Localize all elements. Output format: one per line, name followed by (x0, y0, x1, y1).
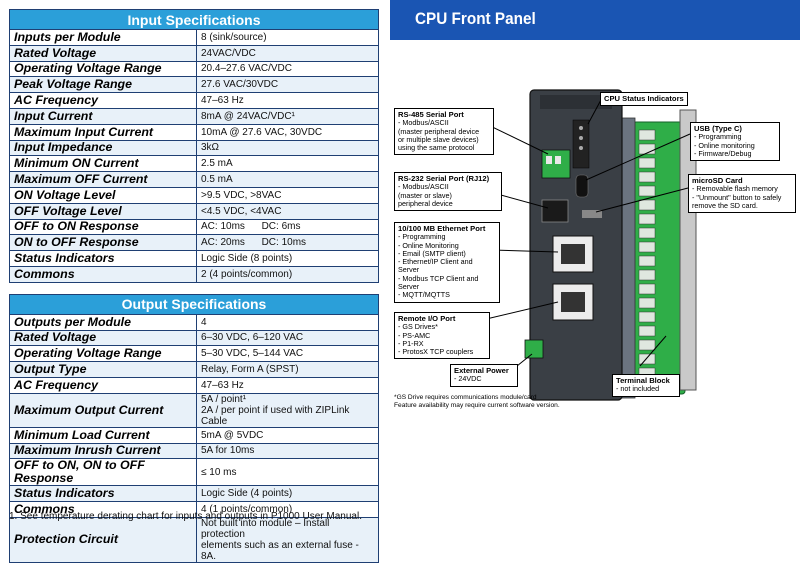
panel-title: CPU Front Panel (415, 9, 536, 28)
footnote: 1. See temperature derating chart for in… (9, 511, 362, 522)
output-specifications-table: Output Specifications Outputs per Module… (9, 293, 379, 563)
table-row: ON Voltage Level>9.5 VDC, >8VAC (9, 186, 379, 204)
input-specifications-title: Input Specifications (9, 9, 379, 30)
terminal-screws (638, 129, 656, 379)
cpu-illustration (481, 89, 697, 401)
terminal-block-callout: Terminal Block - not included (612, 374, 680, 397)
external-power-callout: External Power - 24VDC (450, 364, 518, 387)
usb-callout: USB (Type C) - Programming - Online moni… (690, 122, 780, 162)
ethernet-callout: 10/100 MB Ethernet Port - Programming - … (394, 222, 500, 303)
cpu-status-indicators-callout: CPU Status Indicators (600, 92, 688, 107)
leader-lines (481, 97, 691, 371)
remote-io-callout: Remote I/O Port - GS Drives* - PS-AMC - … (394, 312, 490, 360)
cpu-front-panel: CPU Front Panel (390, 0, 800, 529)
table-row: OFF to ON, ON to OFF Response≤ 10 ms (9, 458, 379, 487)
microsd-callout: microSD Card - Removable flash memory - … (688, 174, 796, 214)
rs232-callout: RS-232 Serial Port (RJ12) - Modbus/ASCII… (394, 172, 502, 212)
output-specifications-title: Output Specifications (9, 293, 379, 315)
cpu-diagram: CPU Status Indicators RS-485 Serial Port… (390, 40, 800, 529)
table-row: OFF Voltage Level<4.5 VDC, <4VAC (9, 202, 379, 220)
panel-banner: CPU Front Panel (390, 0, 800, 40)
panel-note: *GS Drive requires communications module… (394, 394, 560, 409)
rs485-callout: RS-485 Serial Port - Modbus/ASCII (maste… (394, 108, 494, 156)
